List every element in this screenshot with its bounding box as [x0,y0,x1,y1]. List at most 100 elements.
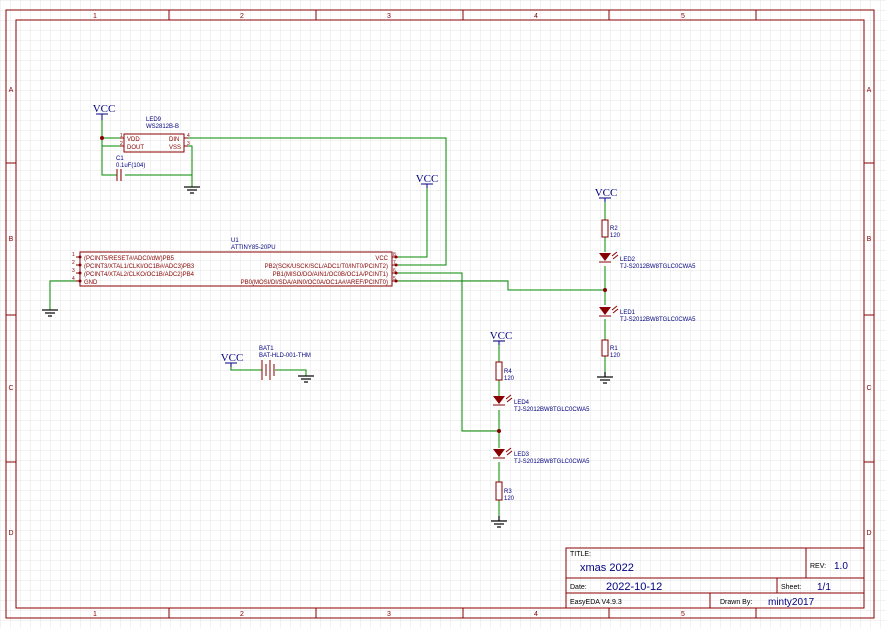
col-label-4-bottom: 4 [534,611,538,618]
led2-value: TJ-S2012BW8TGLC0CWA5 [620,264,696,270]
u1-pin-num-2: 2 [72,260,75,266]
u1-pin-num-7: 7 [393,260,396,266]
led9-pins: VDD DOUT DIN VSS 1 2 4 3 [120,133,190,151]
led9-body [120,133,188,153]
bat1-value: BAT-HLD-001-THM [259,353,311,359]
u1-value: ATTINY85-20PU [231,245,276,251]
r2-ref: R2 [610,226,618,232]
drawn-by-value: minty2017 [768,597,815,608]
junction-dots [100,136,607,433]
drawn-by-label: Drawn By: [720,599,752,606]
col-label-3-bottom: 3 [387,611,391,618]
title-block-text: TITLE: xmas 2022 REV: 1.0 Date: 2022-10-… [570,551,848,608]
title-value: xmas 2022 [580,562,634,574]
r4-ref: R4 [504,369,512,375]
col-label-3: 3 [387,13,391,20]
led3-ref: LED3 [514,452,530,458]
vcc-label-led9: VCC [93,103,116,115]
u1-pin-num-6: 6 [393,268,396,274]
col-label-5-bottom: 5 [681,611,685,618]
led4-diode [493,394,513,406]
frame-labels: 1 2 3 4 5 1 2 3 4 5 A B C D A B C D [8,13,871,618]
led9-pin-dout: DOUT [127,145,144,151]
col-label-2: 2 [240,13,244,20]
led9-pin-num-4: 4 [187,133,190,139]
vcc-label-r4: VCC [490,330,513,342]
vcc-symbols [96,113,611,367]
col-label-5: 5 [681,13,685,20]
bat1-battery [261,360,275,380]
rev-value: 1.0 [834,561,848,572]
u1-body [76,251,398,287]
vcc-labels: VCC VCC VCC VCC VCC [93,103,618,364]
col-label-1: 1 [93,13,97,20]
u1-pin-5: PB0(MOSI/DI/SDA/AIN0/OC0A/OC1A#/AREF/PCI… [241,280,388,286]
c1-capacitor [116,169,122,181]
u1-pin-num-5: 5 [393,276,396,282]
wire-din-pb3 [186,137,447,266]
led2-diode [599,251,619,263]
c1-value: 0.1uF(104) [116,163,145,169]
row-label-c-right: C [866,385,871,392]
u1-pin-num-4: 4 [72,276,75,282]
row-label-a: A [9,87,14,94]
sheet-frame [5,9,875,619]
row-label-c: C [8,385,13,392]
r4-value: 120 [504,376,515,382]
r1-value: 120 [610,353,621,359]
sheet-value: 1/1 [817,582,831,593]
led9-value: WS2812B-B [146,124,179,130]
led1-ref: LED1 [620,310,636,316]
led1-value: TJ-S2012BW8TGLC0CWA5 [620,317,696,323]
u1-pin-6: PB1(MISO/DO/AIN1/OC0B/OC1A/PCINT1) [273,272,388,278]
gnd-bat1 [298,375,314,383]
u1-pin-labels: (PCINT5/RESET#/ADC0/dW)PB5 (PCINT3/XTAL1… [72,252,396,286]
software-label: EasyEDA V4.9.3 [570,599,622,606]
wire-pb1-led3 [398,272,499,432]
r4-resistor [495,361,503,381]
led4-value: TJ-S2012BW8TGLC0CWA5 [514,407,590,413]
gnd-u1 [42,309,58,317]
u1-pin-num-8: 8 [393,252,396,258]
r1-ref: R1 [610,346,618,352]
wires [49,120,606,516]
ground-symbols [42,186,613,528]
sheet-label: Sheet: [781,584,801,591]
title-block [565,547,865,609]
rev-label: REV: [810,563,826,570]
gnd-led9 [184,186,200,194]
r3-ref: R3 [504,489,512,495]
led9-pin-din: DIN [169,137,179,143]
r3-resistor [495,481,503,501]
date-label: Date: [570,584,587,591]
row-label-a-right: A [867,87,872,94]
led9-pin-vdd: VDD [127,137,140,143]
col-label-4: 4 [534,13,538,20]
u1-ref: U1 [231,238,239,244]
led2-ref: LED2 [620,257,636,263]
led3-diode [493,447,513,459]
u1-pin-num-3: 3 [72,268,75,274]
led3-value: TJ-S2012BW8TGLC0CWA5 [514,459,590,465]
u1-pin-8: VCC [375,256,388,262]
row-label-d: D [8,530,13,537]
row-label-d-right: D [866,530,871,537]
bat1-ref: BAT1 [259,346,274,352]
u1-pin-7: PB2(SCK/USCK/SCL/ADC1/T0/INT0/PCINT2) [265,264,388,270]
r2-value: 120 [610,233,621,239]
led4-ref: LED4 [514,400,530,406]
col-label-2-bottom: 2 [240,611,244,618]
r1-resistor [601,339,609,357]
vcc-label-bat1: VCC [221,352,244,364]
r2-resistor [601,219,609,238]
led9-pin-num-3: 3 [187,141,190,147]
led9-ref: LED9 [146,117,162,123]
col-label-1-bottom: 1 [93,611,97,618]
led9-pin-vss: VSS [169,145,181,151]
date-value: 2022-10-12 [606,581,662,593]
u1-pin-4: GND [84,280,98,286]
wire-u1-gnd [49,280,80,310]
